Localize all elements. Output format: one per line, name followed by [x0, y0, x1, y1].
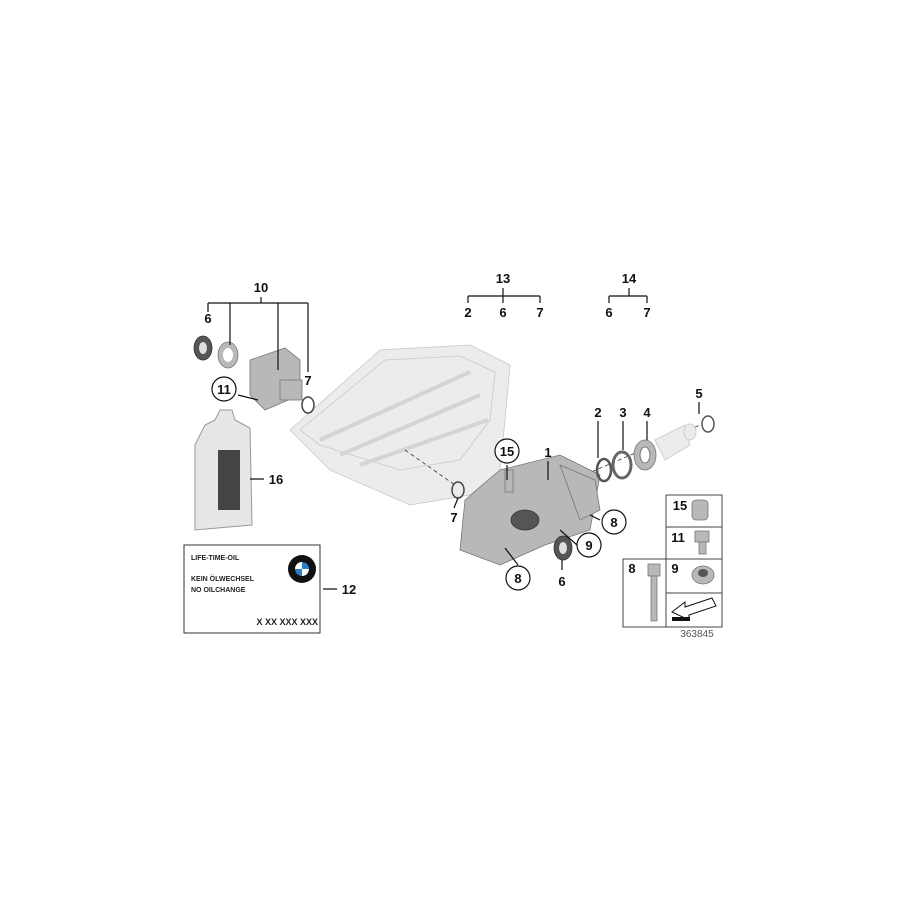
callout-6: 6	[204, 311, 211, 326]
callout-5: 5	[695, 386, 702, 401]
callout-14-7: 7	[643, 305, 650, 320]
callout-8: 8	[610, 515, 617, 530]
callout-15: 15	[500, 444, 514, 459]
callout-circle-8	[601, 509, 627, 535]
detail-label-15: 15	[673, 498, 687, 513]
callout-circle-15	[494, 438, 520, 464]
callout-13-6: 6	[499, 305, 506, 320]
lifetime-oil-label: LIFE-TIME-OIL KEIN ÖLWECHSEL NO OILCHANG…	[183, 544, 321, 634]
callout-2: 2	[594, 405, 601, 420]
ring-3	[611, 450, 633, 480]
output-shaft-housing	[249, 347, 303, 411]
callout-16: 16	[269, 472, 283, 487]
callout-14-6: 6	[605, 305, 612, 320]
callout-circle-8-lower	[505, 565, 531, 591]
callout-1: 1	[544, 445, 551, 460]
callout-7-lower: 7	[450, 510, 457, 525]
detail-label-8: 8	[628, 561, 635, 576]
callout-7: 7	[304, 373, 311, 388]
callout-11: 11	[217, 382, 231, 397]
shim-2	[595, 457, 613, 483]
arrow-icon	[671, 597, 717, 621]
diagram-code: 363845	[680, 629, 714, 640]
callout-circle-9	[576, 532, 602, 558]
detail-label-11: 11	[671, 530, 685, 545]
fastener-detail-box: 15 11 9 8	[622, 494, 723, 628]
label-line-2: KEIN ÖLWECHSEL	[191, 574, 255, 583]
bmw-logo	[288, 555, 316, 583]
flange-shaft	[654, 423, 697, 461]
oil-bottle	[194, 409, 253, 531]
callout-6-lower: 6	[558, 574, 565, 589]
callout-13: 13	[496, 271, 510, 286]
callout-10: 10	[254, 280, 268, 295]
oil-pan-housing	[289, 344, 511, 506]
ring-5	[701, 415, 715, 433]
ring-7-upper	[301, 396, 315, 414]
callout-12: 12	[342, 582, 356, 597]
callout-8-lower: 8	[514, 571, 521, 586]
callout-3: 3	[619, 405, 626, 420]
callout-9: 9	[585, 538, 592, 553]
callout-14: 14	[622, 271, 637, 286]
callout-13-2: 2	[464, 305, 471, 320]
callout-circle-11	[211, 376, 237, 402]
label-part-number: X XX XXX XXX	[256, 617, 318, 627]
label-line-1: LIFE-TIME-OIL	[191, 555, 240, 562]
detail-label-9: 9	[671, 561, 678, 576]
callout-4: 4	[643, 405, 651, 420]
callout-13-7: 7	[536, 305, 543, 320]
label-line-3: NO OILCHANGE	[191, 587, 246, 594]
